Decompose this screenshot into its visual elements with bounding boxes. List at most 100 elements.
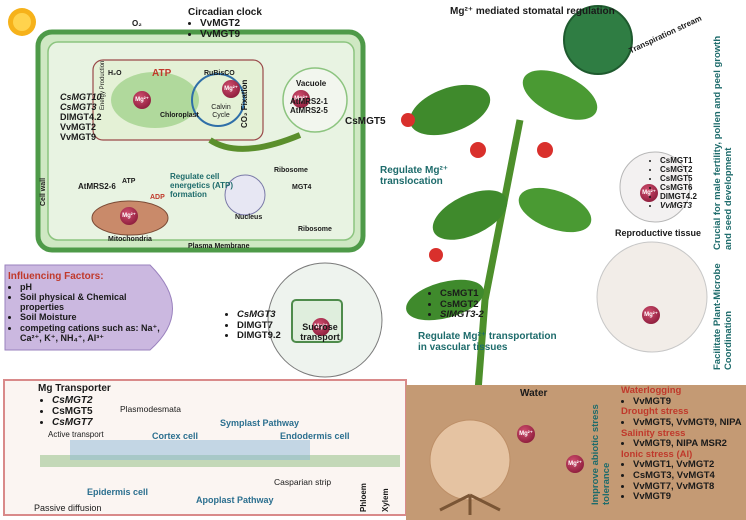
translocation-label: Regulate Mg²⁺ translocation [380, 165, 449, 188]
active-transport-label: Active transport [48, 430, 104, 439]
stomata-title: Mg²⁺ mediated stomatal regulation [450, 6, 615, 17]
reproductive-tissue-label: Reproductive tissue [615, 228, 702, 238]
reproductive-side-label: Crucial for male fertility, pollen and p… [712, 35, 734, 250]
plasmodesmata-label: Plasmodesmata [120, 404, 181, 414]
atp-label: ATP [152, 68, 172, 79]
stress-list: Waterlogging VvMGT9 Drought stress VvMGT… [621, 385, 743, 503]
sucrose-item: DlMGT9.2 [237, 331, 281, 342]
sucrose-item: CsMGT3 [237, 309, 281, 321]
h2o-label: H₂O [108, 70, 122, 77]
stress-category-title: Ionic stress (Al) [621, 448, 693, 460]
water-label: Water [520, 388, 548, 399]
vacuole-item: AtMRS2-1 [290, 97, 328, 106]
mg-transporter-title: Mg Transporter [38, 383, 111, 394]
mg-ion-icon: Mg²⁺ [222, 80, 240, 98]
sucrose-transporters: CsMGT3 DlMGT7 DlMGT9.2 [225, 309, 281, 342]
reproductive-item: CsMGT1 [660, 156, 697, 166]
ribosome-bottom-label: Ribosome [298, 226, 332, 233]
mg-ion-icon: Mg²⁺ [517, 425, 535, 443]
endodermis-label: Endodermis cell [280, 431, 350, 441]
root-transporter-item: CsMGT5 [52, 406, 93, 417]
vascular-item: CsMGT1 [440, 288, 484, 300]
transporter-label: CsMGT10 [60, 92, 102, 102]
transporter-label: VvMGT9 [60, 132, 97, 143]
circadian-item: VvMGT2 [200, 18, 262, 29]
sucrose-item: DlMGT7 [237, 320, 281, 332]
chloroplast-label: Chloroplast [160, 112, 199, 119]
stress-category-title: Salinity stress [621, 427, 686, 439]
vascular-transporters: CsMGT1 CsMGT2 SlMGT3-2 [428, 288, 484, 321]
sucrose-label: Sucrose transport [300, 322, 340, 343]
nucleus-label: Nucleus [235, 214, 263, 221]
stress-item: CsMGT3, VvMGT4 [633, 470, 743, 482]
influencing-item: competing cations such as: Na⁺, Ca²⁺, K⁺… [20, 323, 170, 343]
apoplast-label: Apoplast Pathway [196, 495, 274, 505]
ribosome-top-label: Ribosome [274, 167, 308, 174]
mg-ion-icon: Mg²⁺ [312, 318, 330, 336]
csmgt5-label: CsMGT5 [345, 116, 386, 127]
influencing-title: Influencing Factors: [8, 271, 104, 282]
circadian-title: Circadian clock [188, 7, 262, 18]
xylem-label: Xylem [381, 488, 390, 512]
vascular-item: CsMGT2 [440, 299, 484, 311]
reproductive-item: CsMGT2 [660, 165, 697, 175]
mito-adp-label: ADP [150, 194, 165, 201]
influencing-item: Soil Moisture [20, 312, 170, 322]
symplast-label: Symplast Pathway [220, 418, 300, 428]
microbe-circle [596, 241, 708, 353]
mg-ion-icon: Mg²⁺ [642, 306, 660, 324]
circadian-clock: Circadian clock VvMGT2 VvMGT9 [188, 7, 262, 41]
stress-item: VvMGT9, NIPA MSR2 [633, 438, 743, 450]
cell-wall-label: Cell wall [40, 177, 47, 206]
influencing-item: Soil physical & Chemical properties [20, 292, 170, 312]
reproductive-item: CsMGT5 [660, 174, 697, 184]
stress-item: VvMGT9 [633, 396, 743, 408]
influencing-box [4, 264, 173, 351]
reproductive-item: DlMGT4.2 [660, 192, 697, 202]
reproductive-item: CsMGT6 [660, 183, 697, 193]
stress-item: VvMGT9 [633, 492, 743, 503]
energy-production-label: Energy Production [100, 60, 106, 110]
mito-atp-label: ATP [122, 178, 136, 185]
mg-ion-icon: Mg²⁺ [566, 455, 584, 473]
nucleus-shape [224, 174, 266, 216]
co2-fixation-label: CO₂ Fixation [240, 79, 249, 128]
influencing-factors: Influencing Factors: pH Soil physical & … [8, 271, 170, 343]
cell-transporter-list: CsMGT10 CsMGT3 DlMGT4.2 VvMGT2 VvMGT9 [60, 92, 102, 142]
reproductive-list: CsMGT1 CsMGT2 CsMGT5 CsMGT6 DlMGT4.2 VvM… [648, 156, 697, 211]
vacuole-shape [282, 67, 348, 133]
atmrs26-label: AtMRS2-6 [78, 182, 116, 191]
stress-category-title: Waterlogging [621, 385, 682, 396]
passive-diffusion-label: Passive diffusion [34, 503, 102, 513]
sun-icon [8, 8, 36, 36]
phloem-label: Phloem [359, 483, 368, 512]
mitochondria-label: Mitochondria [108, 236, 152, 243]
stress-category-title: Drought stress [621, 406, 689, 418]
regulate-energetics-label: Regulate cell energetics (ATP) formation [170, 172, 233, 199]
o2-label: O₂ [132, 19, 142, 28]
mg-ion-icon: Mg²⁺ [133, 91, 151, 109]
stress-item: VvMGT7, VvMGT8 [633, 481, 743, 493]
stomata-shape [563, 5, 633, 75]
stress-item: VvMGT5, VvMGT9, NIPA [633, 417, 743, 429]
root-transporters: CsMGT2 CsMGT5 CsMGT7 [40, 395, 93, 429]
epidermis-label: Epidermis cell [87, 487, 149, 497]
transporter-label: VvMGT2 [60, 122, 97, 133]
vascular-label: Regulate Mg²⁺ transportation in vascular… [418, 331, 557, 354]
transporter-label: DlMGT4.2 [60, 112, 102, 123]
influencing-item: pH [20, 282, 170, 292]
calvin-label: Calvin Cycle [211, 104, 231, 119]
vacuole-label: Vacuole [296, 79, 327, 88]
stress-side-label: Improve abiotic stress tolerance [590, 404, 612, 505]
root-transporter-item: CsMGT2 [52, 395, 93, 406]
vacuole-items: AtMRS2-1 AtMRS2-5 [290, 97, 328, 116]
mg-ion-icon: Mg²⁺ [292, 90, 310, 108]
rubisco-label: RuBisCO [204, 70, 235, 77]
vacuole-item: AtMRS2-5 [290, 105, 328, 115]
circadian-item: VvMGT9 [200, 29, 262, 40]
mg-ion-icon: Mg²⁺ [640, 184, 658, 202]
root-transporter-item: CsMGT7 [52, 417, 93, 428]
cortex-label: Cortex cell [152, 431, 199, 441]
